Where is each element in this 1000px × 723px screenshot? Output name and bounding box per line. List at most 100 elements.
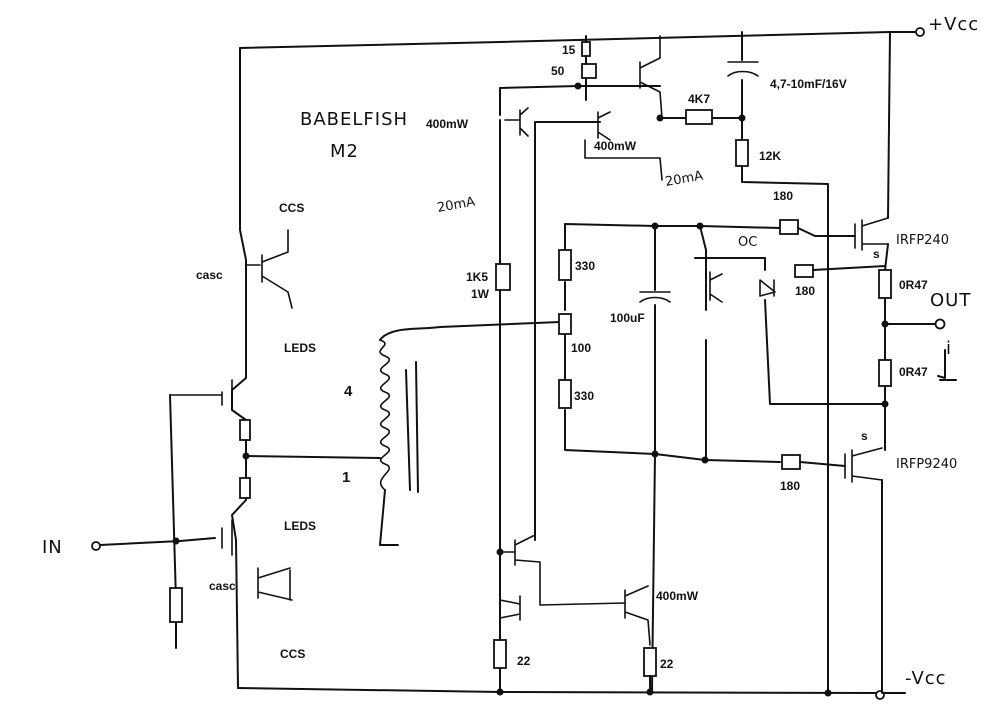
output-terminal (934, 318, 946, 330)
r15-label: 15 (562, 43, 576, 57)
r22-a-label: 22 (517, 654, 531, 668)
r180-bot-label: 180 (780, 479, 800, 493)
transistor-400mw-left (504, 107, 529, 137)
r330-a-label: 330 (575, 259, 595, 273)
oc-led (759, 279, 776, 297)
current-a-label: 20mA (436, 195, 476, 216)
transformer-core (405, 361, 419, 493)
transistor-bottom-left (499, 534, 626, 606)
transformer-bottom-label: 1 (342, 469, 350, 486)
resistor-180-top (779, 219, 799, 235)
node (738, 114, 746, 122)
leds-bottom-label: LEDS (284, 519, 316, 533)
cap-top-label: 4,7-10mF/16V (770, 77, 847, 91)
input-label: IN (42, 537, 63, 558)
node (496, 688, 504, 696)
transformer-top-label: 4 (344, 383, 353, 400)
node (656, 114, 664, 122)
oc-label: OC (738, 235, 757, 250)
resistor-330-a (558, 249, 572, 281)
r1w-label: 1W (471, 287, 490, 301)
casc-bottom-label: casc (209, 579, 236, 593)
r12k-label: 12K (759, 149, 781, 163)
node (242, 452, 250, 460)
pos-rail-label: +Vcc (928, 14, 979, 35)
node (696, 222, 704, 230)
ccs-top-transistor (245, 229, 293, 309)
schematic-title: BABELFISH (300, 109, 408, 130)
bias-network (564, 223, 781, 463)
r12k-to-sense (741, 165, 829, 696)
casc-bottom-transistor (221, 519, 293, 601)
gate-wiring (797, 227, 886, 467)
r1k5-label: 1K5 (466, 270, 488, 284)
resistor-left-b (239, 477, 251, 499)
trimmer-50 (581, 63, 597, 79)
node (881, 400, 889, 408)
resistor-0r47-a (878, 269, 892, 299)
transistor-400mw-bottom (624, 585, 651, 646)
input-wire (99, 537, 216, 546)
leds-top-label: LEDS (284, 341, 316, 355)
s-bottom-label: s (861, 429, 868, 443)
neg-rail-label: -Vcc (905, 668, 947, 689)
resistor-22-a (493, 639, 507, 669)
s-top-label: s (873, 247, 880, 261)
r22-b-label: 22 (660, 657, 674, 671)
node (651, 222, 659, 230)
input-resistor (169, 587, 183, 623)
r330-b-label: 330 (574, 389, 594, 403)
resistor-0r47-b (878, 359, 892, 387)
oc-network (694, 225, 886, 461)
midpoint-to-transformer (245, 455, 381, 459)
r0r47-a-label: 0R47 (899, 278, 928, 292)
r180-mid-label: 180 (795, 284, 815, 298)
oc-transistor (709, 271, 723, 303)
node (574, 82, 582, 90)
r50-label: 50 (551, 64, 565, 78)
resistor-180-mid (794, 264, 814, 278)
node (824, 689, 832, 697)
p400mw-c-label: 400mW (656, 589, 699, 603)
resistor-100 (558, 313, 572, 335)
transistor-bottom-mid (499, 595, 521, 621)
output-label: OUT (930, 290, 971, 311)
resistor-4k7 (685, 109, 713, 125)
mosfet-irfp240 (854, 217, 889, 251)
transformer-bottom-lead (379, 489, 399, 546)
ccs-top-label: CCS (279, 201, 304, 215)
r4k7-label: 4K7 (688, 92, 710, 106)
fet-top-label: IRFP240 (896, 233, 949, 248)
node (651, 450, 659, 458)
transistor-400mw-center (584, 111, 663, 181)
negative-rail (237, 687, 906, 694)
resistor-22-b (643, 647, 657, 677)
resistor-1k5 (495, 263, 511, 291)
output-current-label: i (946, 338, 952, 359)
fet-bottom-label: IRFP9240 (896, 457, 957, 472)
p400mw-b-label: 400mW (594, 139, 637, 153)
r100-label: 100 (571, 341, 591, 355)
p400mw-a-label: 400mW (426, 117, 469, 131)
schematic-subtitle: M2 (330, 141, 359, 162)
resistor-left-a (239, 419, 251, 441)
cap-100uf-wire (651, 225, 656, 691)
ccs-bottom-label: CCS (280, 647, 305, 661)
transformer-coil (379, 339, 391, 491)
resistor-180-bot (781, 454, 801, 470)
node (646, 688, 654, 696)
transistor-top-right (639, 35, 663, 119)
current-b-label: 20mA (664, 169, 704, 190)
mosfet-irfp9240 (844, 447, 883, 483)
resistor-12k (735, 139, 749, 167)
node (172, 537, 180, 545)
r0r47-b-label: 0R47 (899, 365, 928, 379)
node (701, 456, 709, 464)
cap-100uf-label: 100uF (610, 311, 645, 325)
input-terminal (91, 541, 101, 551)
casc-top-label: casc (196, 268, 223, 282)
casc-top-transistor (169, 379, 233, 411)
positive-terminal (915, 27, 925, 37)
r180-top-label: 180 (773, 189, 793, 203)
